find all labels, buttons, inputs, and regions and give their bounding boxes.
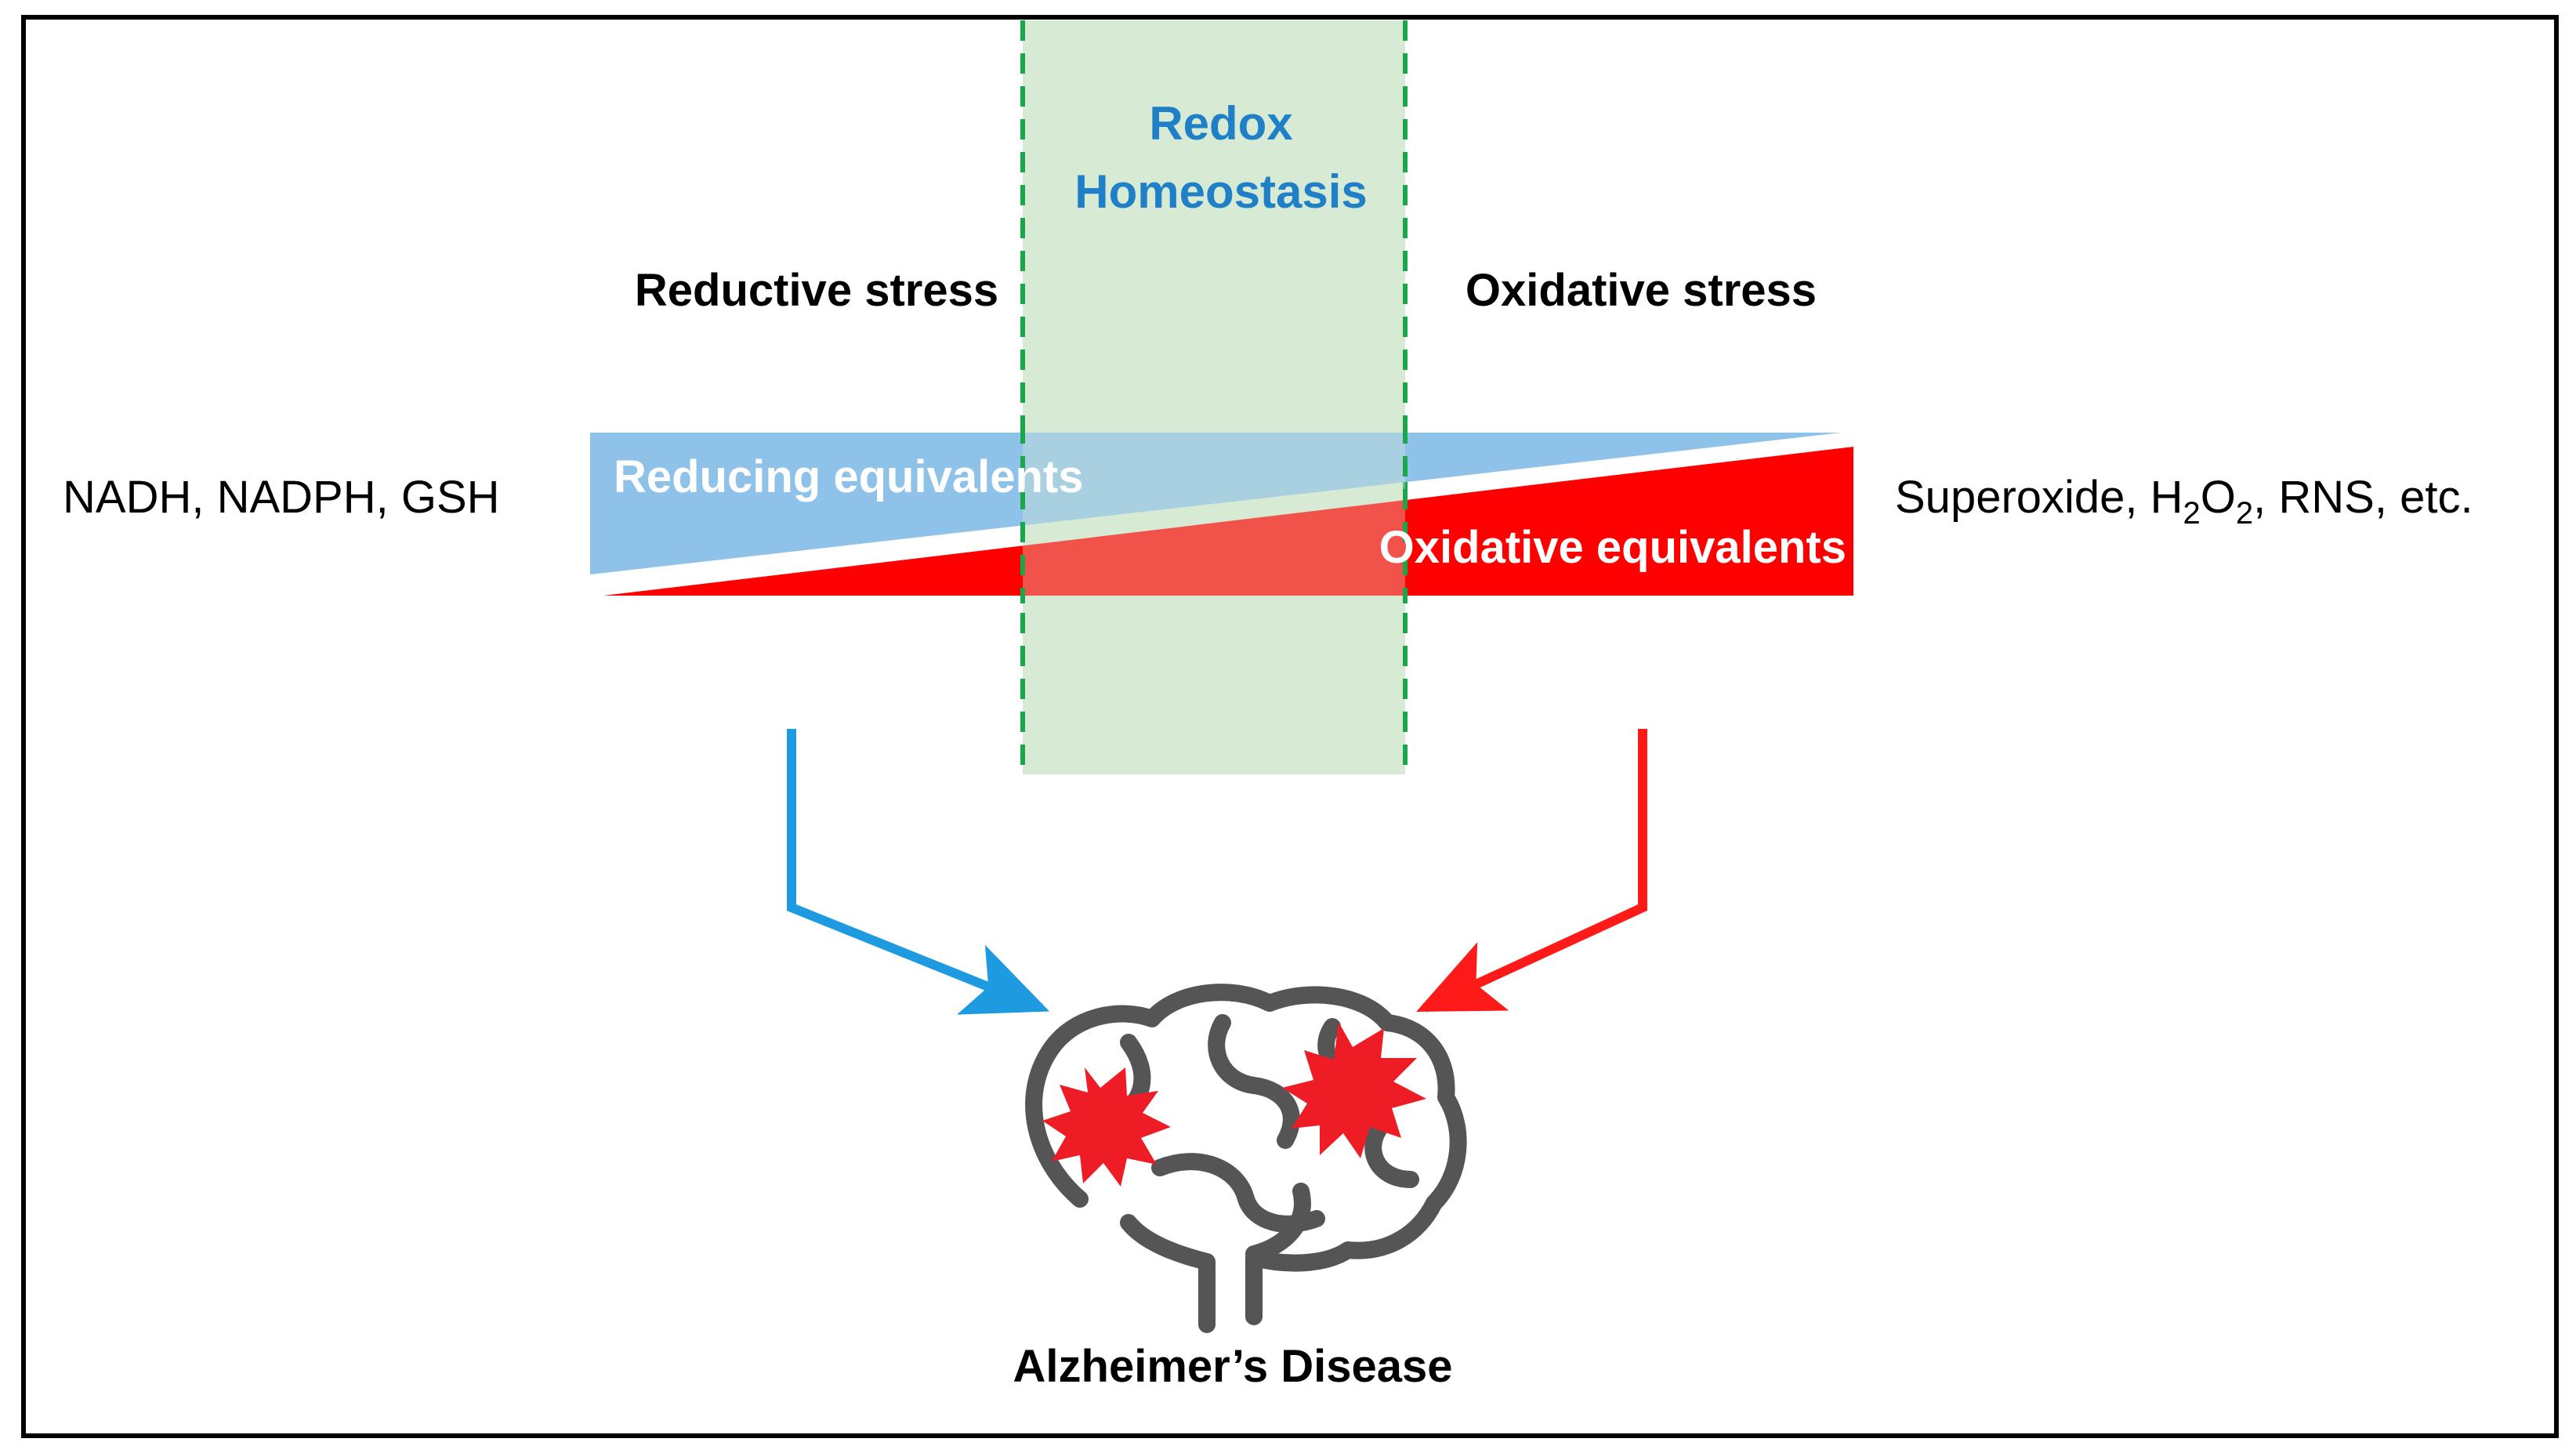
outcome-label: Alzheimer’s Disease: [1013, 1341, 1453, 1392]
reducing-equivalents-label: Reducing equivalents: [614, 451, 1083, 502]
homeostasis-band: [1023, 20, 1405, 774]
reducing-equivalents-wedge: [590, 433, 1842, 574]
reducing-species-label: NADH, NADPH, GSH: [63, 472, 500, 523]
homeostasis-title-line1: Redox: [1149, 97, 1292, 150]
oxidative-stress-arrow: [1416, 729, 1647, 1013]
oxidative-equivalents-wedge: [603, 447, 1853, 596]
oxidative-stress-label: Oxidative stress: [1466, 265, 1817, 316]
oxidative-equivalents-label: Oxidative equivalents: [1379, 522, 1846, 573]
oxidizing-species-label: Superoxide, H2O2, RNS, etc.: [1895, 472, 2473, 531]
homeostasis-title-line2: Homeostasis: [1074, 165, 1367, 218]
damage-burst-left-icon: [1042, 1067, 1171, 1187]
reductive-stress-arrow: [787, 729, 1050, 1015]
homeostasis-overlay: [1023, 423, 1405, 603]
reductive-stress-label: Reductive stress: [635, 265, 998, 316]
damage-burst-right-icon: [1282, 1022, 1426, 1158]
